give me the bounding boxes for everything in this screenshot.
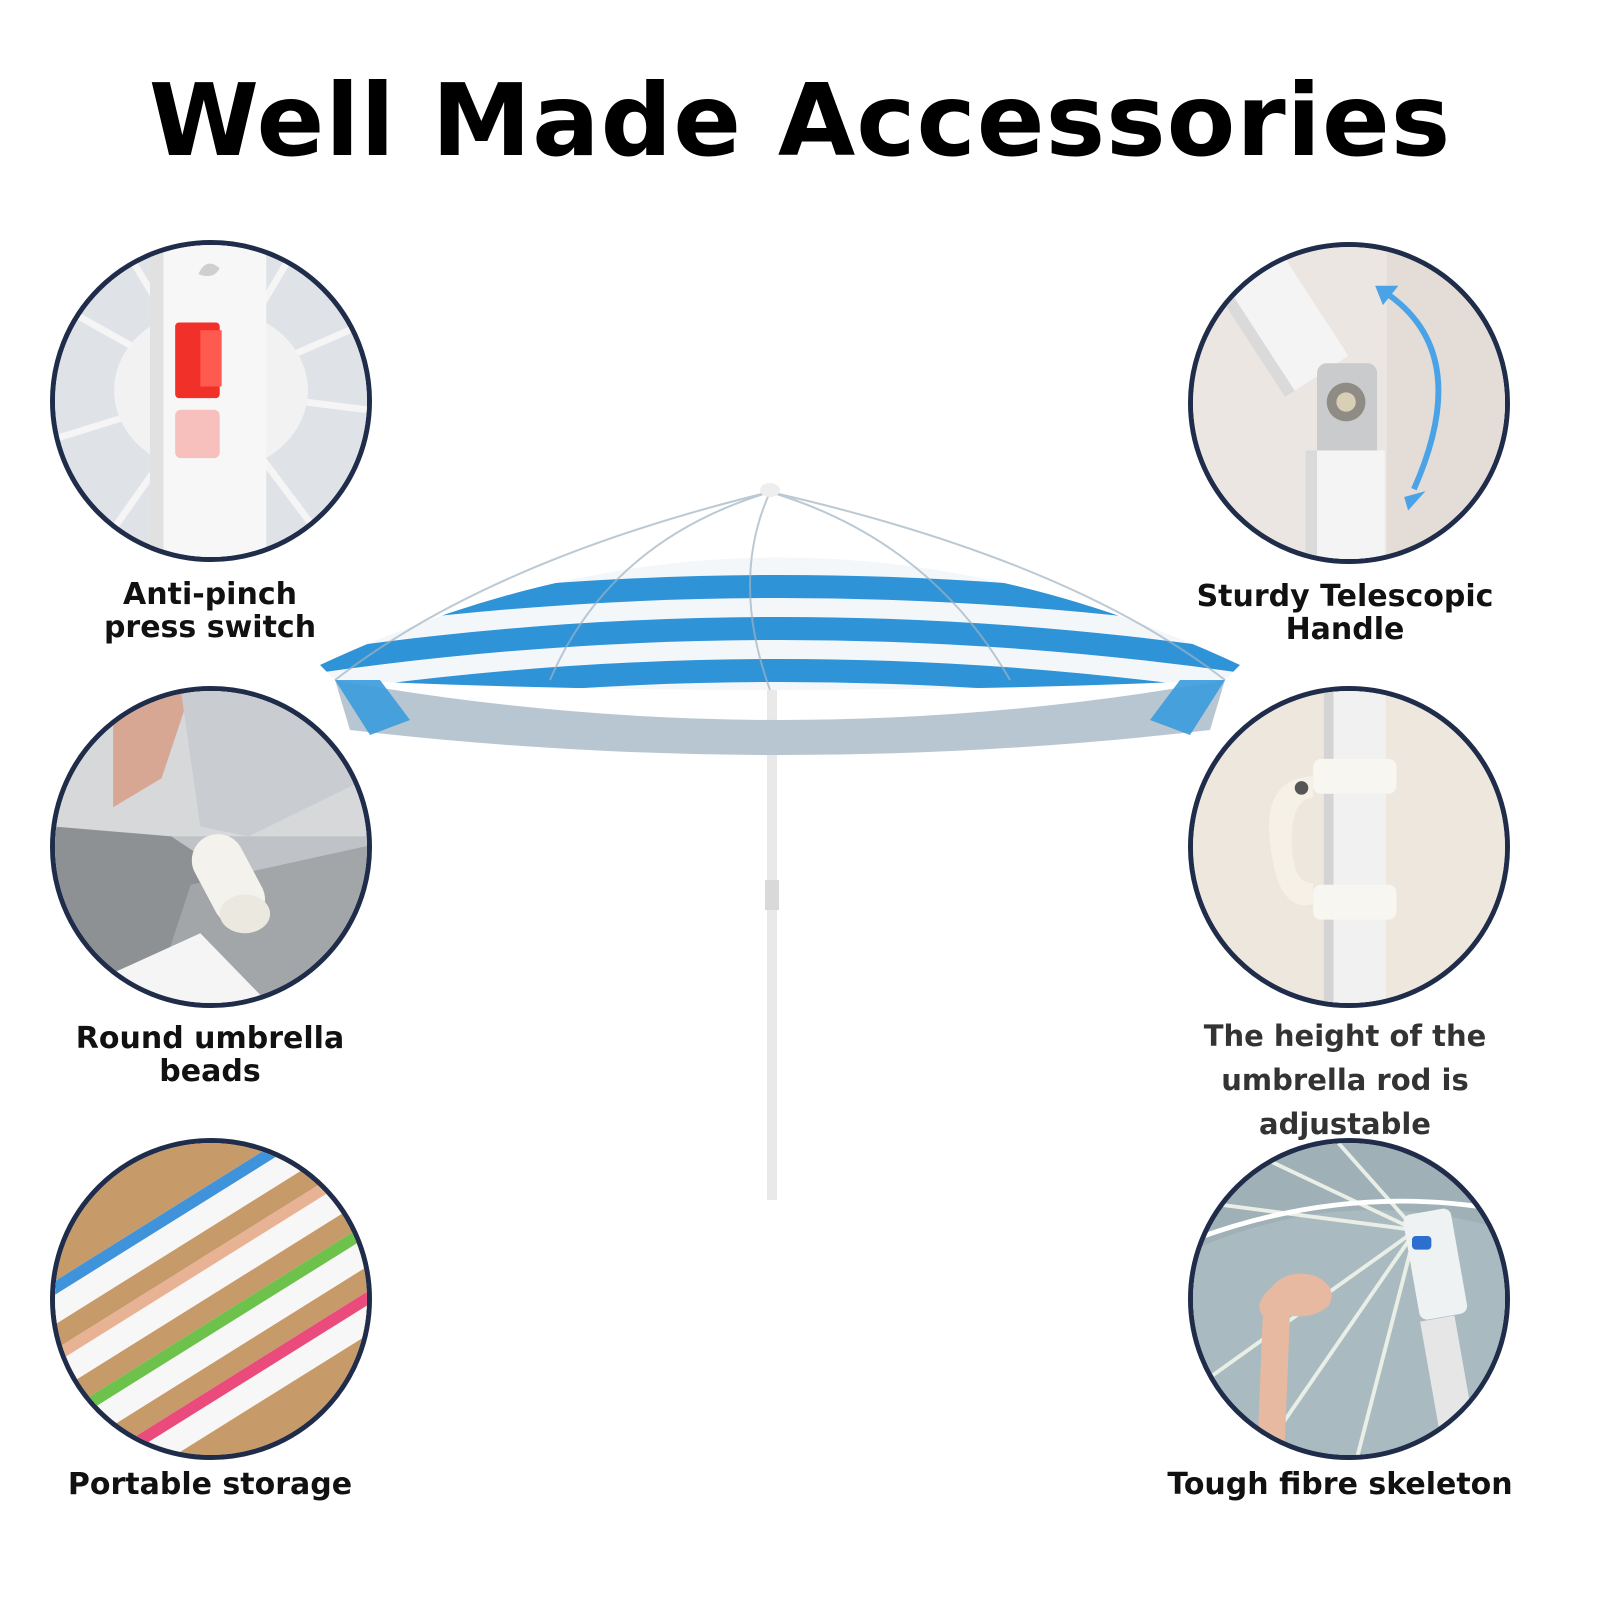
telescopic-handle-image [1188,242,1510,564]
adjustable-rod-image [1188,686,1510,1008]
skeleton-caption: Tough fibre skeleton [1167,1467,1513,1502]
fibre-skeleton-image [1188,1138,1510,1460]
telescopic-handle-illustration [1193,247,1505,559]
portable-storage-image [50,1138,372,1460]
fibre-skeleton-illustration [1193,1143,1505,1455]
adjustable-rod-illustration [1193,691,1505,1003]
umbrella-icon [320,483,1240,1200]
beads-caption: Round umbrella beads [75,1021,345,1089]
anti-pinch-caption-line2: press switch [103,610,317,645]
anti-pinch-switch-illustration [55,245,367,557]
telescopic-caption-line1: Sturdy Telescopic [1196,579,1494,614]
storage-caption: Portable storage [67,1467,353,1502]
telescopic-caption-line2: Handle [1285,612,1405,647]
telescopic-caption: Sturdy Telescopic Handle [1190,580,1500,646]
portable-storage-illustration [55,1143,367,1455]
height-caption-line2: umbrella rod is adjustable [1221,1063,1469,1141]
anti-pinch-switch-image [50,240,372,562]
anti-pinch-caption: Anti-pinch press switch [60,578,360,644]
page-title: Well Made Accessories [148,62,1452,179]
height-caption-line1: The height of the [1203,1019,1487,1053]
anti-pinch-caption-line1: Anti-pinch [123,577,297,612]
rotation-arrow-icon [1385,291,1442,491]
height-caption: The height of the umbrella rod is adjust… [1150,1014,1540,1146]
umbrella-product-image [310,480,1250,1240]
